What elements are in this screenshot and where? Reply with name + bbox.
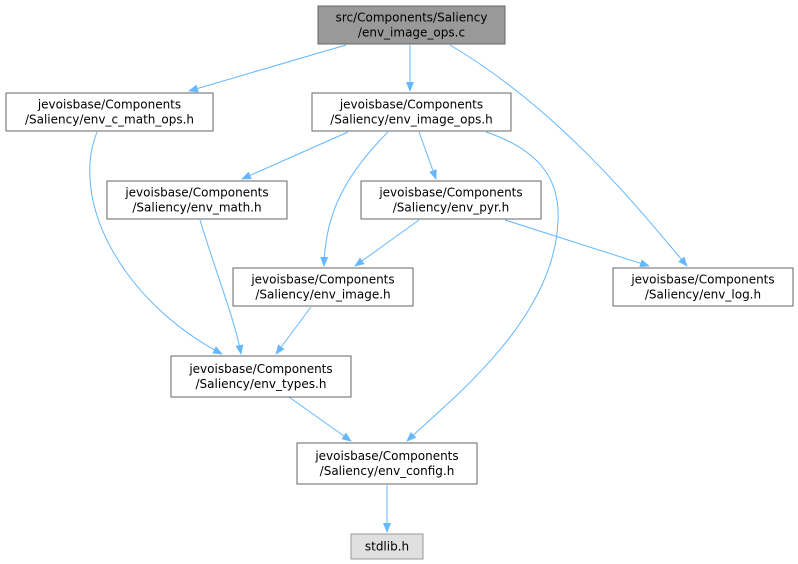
- node-pyr[interactable]: jevoisbase/Components/Saliency/env_pyr.h: [360, 180, 542, 220]
- node-label-line: /Saliency/env_log.h: [645, 288, 761, 302]
- node-label-line: jevoisbase/Components: [250, 273, 394, 287]
- node-image_ops[interactable]: jevoisbase/Components/Saliency/env_image…: [311, 92, 512, 132]
- node-root[interactable]: src/Components/Saliency/env_image_ops.c: [317, 5, 506, 45]
- node-label-line: /Saliency/env_c_math_ops.h: [25, 113, 194, 127]
- node-label-line: jevoisbase/Components: [37, 98, 181, 112]
- edge-pyr-to-log: [504, 219, 650, 268]
- node-c_math[interactable]: jevoisbase/Components/Saliency/env_c_mat…: [5, 92, 214, 132]
- node-label-line: stdlib.h: [365, 540, 409, 554]
- edge-c_math-to-types: [89, 131, 223, 355]
- node-box: [170, 355, 352, 398]
- node-label-line: src/Components/Saliency: [336, 11, 488, 25]
- node-log[interactable]: jevoisbase/Components/Saliency/env_log.h: [612, 267, 794, 307]
- edge-image_ops-to-config: [406, 131, 559, 442]
- node-box: [5, 92, 214, 132]
- node-box: [360, 180, 542, 220]
- node-label-line: jevoisbase/Components: [124, 186, 268, 200]
- node-math[interactable]: jevoisbase/Components/Saliency/env_math.…: [106, 180, 288, 220]
- node-label-line: /Saliency/env_image.h: [255, 288, 390, 302]
- edge-math-to-types: [199, 219, 244, 355]
- node-label-line: /Saliency/env_config.h: [320, 464, 455, 478]
- node-box: [296, 442, 478, 485]
- node-label-line: /env_image_ops.c: [358, 26, 465, 40]
- edge-image_ops-to-pyr: [418, 131, 437, 180]
- node-stdlib: stdlib.h: [350, 533, 424, 560]
- node-box: [612, 267, 794, 307]
- node-label-line: jevoisbase/Components: [188, 362, 332, 376]
- node-box: [317, 5, 506, 45]
- node-label-line: jevoisbase/Components: [314, 449, 458, 463]
- node-config[interactable]: jevoisbase/Components/Saliency/env_confi…: [296, 442, 478, 485]
- node-box: [232, 267, 414, 307]
- edge-image-to-types: [275, 306, 312, 355]
- nodes-layer: src/Components/Saliency/env_image_ops.cj…: [5, 5, 794, 560]
- node-image[interactable]: jevoisbase/Components/Saliency/env_image…: [232, 267, 414, 307]
- node-label-line: /Saliency/env_types.h: [196, 377, 327, 391]
- node-label-line: jevoisbase/Components: [378, 186, 522, 200]
- node-label-line: jevoisbase/Components: [630, 273, 774, 287]
- node-types[interactable]: jevoisbase/Components/Saliency/env_types…: [170, 355, 352, 398]
- edge-root-to-log: [449, 44, 688, 267]
- node-label-line: /Saliency/env_image_ops.h: [330, 113, 493, 127]
- edges-layer: [89, 44, 688, 533]
- edge-image_ops-to-image: [320, 131, 389, 267]
- node-box: [350, 533, 424, 560]
- node-label-line: /Saliency/env_math.h: [132, 201, 261, 215]
- edge-root-to-c_math: [188, 44, 347, 93]
- edge-types-to-config: [288, 396, 352, 442]
- node-box: [311, 92, 512, 132]
- edge-image_ops-to-math: [241, 131, 349, 180]
- edge-pyr-to-image: [354, 219, 420, 267]
- node-label-line: /Saliency/env_pyr.h: [393, 201, 509, 215]
- node-box: [106, 180, 288, 220]
- node-label-line: jevoisbase/Components: [339, 98, 483, 112]
